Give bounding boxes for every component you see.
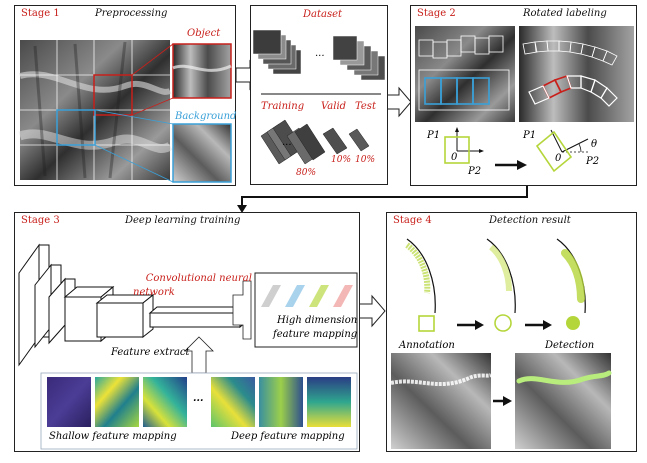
hd-feature-slabs bbox=[261, 285, 353, 307]
axis-aligned-highlight bbox=[424, 77, 490, 105]
p2-label: P2 bbox=[468, 166, 482, 177]
rotated-diagram bbox=[535, 129, 589, 173]
rotated-label-image bbox=[519, 26, 634, 122]
detection-curve bbox=[556, 238, 586, 314]
axis-aligned-diagram bbox=[444, 127, 484, 164]
stage1-graphic bbox=[18, 40, 232, 183]
rotated-highlight-white bbox=[528, 75, 618, 107]
stage4-label: Stage 4 bbox=[393, 215, 432, 226]
dataset-graphic bbox=[252, 29, 386, 165]
circle-shape bbox=[494, 314, 512, 332]
filled-circle-shape bbox=[566, 316, 580, 330]
deep-label: Deep feature mapping bbox=[231, 431, 345, 442]
test-pct: 10% bbox=[355, 155, 376, 165]
background-box bbox=[56, 109, 96, 146]
test-stack bbox=[348, 128, 370, 152]
axis-aligned-label-image bbox=[415, 26, 515, 122]
dataset-ellipsis: ... bbox=[315, 48, 325, 59]
cnn-blocks bbox=[18, 243, 249, 367]
stage2-panel: Stage 2 Rotated labeling bbox=[410, 5, 637, 186]
image-stack-left bbox=[252, 29, 302, 75]
feature-maps-box bbox=[40, 372, 358, 450]
stage2-graphic bbox=[415, 26, 634, 173]
feature-dots: ... bbox=[193, 393, 204, 404]
dataset-panel: Dataset ... bbox=[250, 5, 388, 185]
object-box bbox=[93, 74, 133, 116]
stage1-title: Preprocessing bbox=[95, 8, 168, 19]
deep-feature-maps bbox=[211, 377, 351, 427]
valid-label: Valid bbox=[321, 101, 347, 112]
hd-line1: High dimension bbox=[277, 315, 358, 326]
shallow-feature-maps bbox=[47, 377, 187, 427]
background-zoom-image bbox=[172, 123, 232, 183]
feature-extract-label: Feature extract bbox=[111, 347, 190, 358]
valid-stack bbox=[322, 127, 348, 155]
hd-feature-box bbox=[254, 272, 358, 348]
detection-label: Detection bbox=[545, 340, 595, 351]
stage3-label: Stage 3 bbox=[21, 215, 60, 226]
p1-rotated-label: P1 bbox=[523, 130, 537, 141]
p2-rotated-label: P2 bbox=[586, 156, 600, 167]
intermediate-curve bbox=[486, 238, 516, 314]
cnn-label-text: Convolutional neural network bbox=[133, 273, 252, 298]
stage4-title: Detection result bbox=[489, 215, 571, 226]
origin-label: 0 bbox=[451, 152, 458, 163]
test-label: Test bbox=[355, 101, 376, 112]
stage4-graphic bbox=[390, 238, 612, 449]
stage3-graphic bbox=[18, 243, 358, 450]
axis-aligned-boxes bbox=[418, 35, 510, 111]
background-label: Background bbox=[175, 111, 237, 122]
stage1-panel: Stage 1 Preprocessing bbox=[14, 5, 236, 186]
theta-label: θ bbox=[591, 139, 598, 150]
training-stack bbox=[260, 119, 326, 165]
stage1-label: Stage 1 bbox=[21, 8, 60, 19]
valid-pct: 10% bbox=[331, 155, 352, 165]
stage3-panel: Stage 3 Deep learning training bbox=[14, 212, 360, 452]
stage2-label: Stage 2 bbox=[417, 8, 456, 19]
dataset-title: Dataset bbox=[303, 9, 343, 20]
object-label: Object bbox=[187, 28, 221, 39]
annotation-label: Annotation bbox=[399, 340, 455, 351]
object-zoom-image bbox=[172, 43, 232, 99]
stage2-title: Rotated labeling bbox=[523, 8, 607, 19]
box-shape bbox=[418, 315, 435, 332]
training-label: Training bbox=[261, 101, 305, 112]
training-pct: 80% bbox=[296, 168, 317, 178]
stage4-panel: Stage 4 Detection result Annotation bbox=[386, 212, 637, 452]
annotation-curve bbox=[405, 238, 436, 314]
cnn-label: Convolutional neural network bbox=[133, 258, 252, 314]
origin-rotated-label: 0 bbox=[555, 153, 562, 164]
image-stack-right bbox=[332, 35, 386, 81]
training-ellipsis: ... bbox=[282, 137, 292, 148]
stage3-title: Deep learning training bbox=[125, 215, 241, 226]
shallow-label: Shallow feature mapping bbox=[49, 431, 177, 442]
annotation-image bbox=[391, 353, 491, 449]
hd-line2: feature mapping bbox=[273, 329, 358, 340]
detection-image bbox=[515, 353, 611, 449]
rotated-boxes bbox=[522, 40, 618, 66]
p1-label: P1 bbox=[427, 130, 441, 141]
